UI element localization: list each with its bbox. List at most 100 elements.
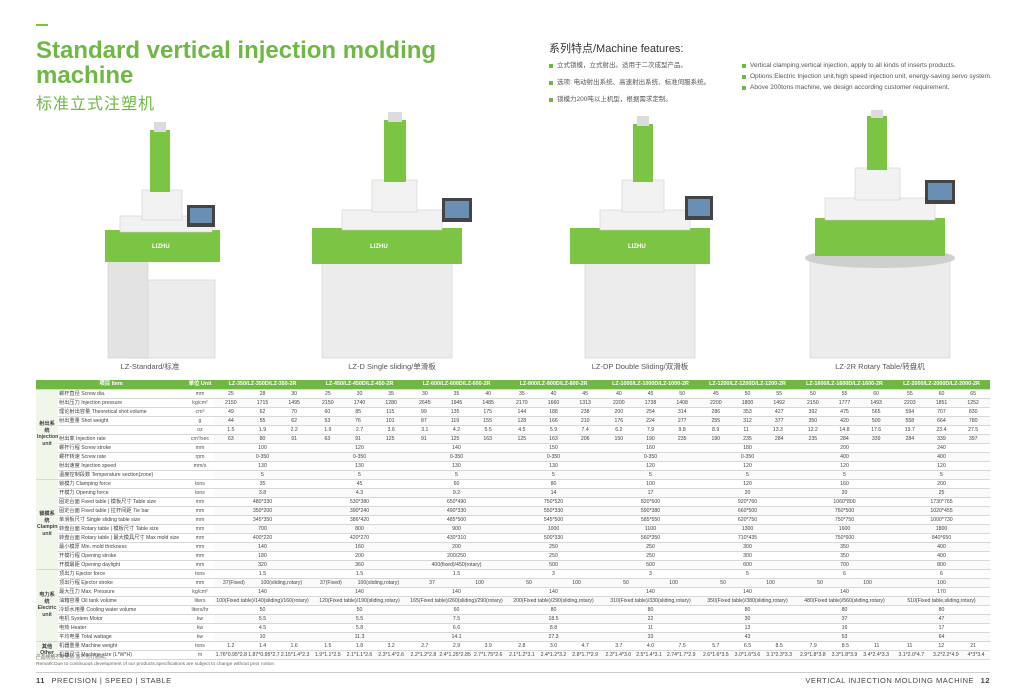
- spec-value: 820*600: [640, 498, 661, 505]
- spec-value: 100(sliding,rotary): [260, 579, 303, 586]
- spec-value: 5.5: [484, 426, 492, 433]
- spec-value: 200: [355, 552, 364, 559]
- spec-value-cell: 485*500: [408, 515, 505, 525]
- spec-value-cell: 120: [602, 461, 699, 471]
- spec-value: 585*550: [640, 516, 661, 523]
- spec-value: 130: [355, 462, 364, 469]
- spec-value: 30: [744, 615, 751, 622]
- spec-value: 500*330: [543, 534, 564, 541]
- spec-value: 2150: [322, 399, 334, 406]
- spec-value: 345*350: [252, 516, 273, 523]
- spec-value: 5: [649, 471, 652, 478]
- spec-value: 1600: [838, 525, 851, 532]
- spec-value: 277: [677, 417, 687, 424]
- spec-value: 120: [840, 462, 849, 469]
- spec-value-cell: 250: [505, 551, 602, 561]
- spec-value-cell: 45: [311, 479, 408, 489]
- spec-value: 310(Fixed table)/330(sliding,rotary): [610, 597, 691, 604]
- spec-value: 750*600: [834, 534, 855, 541]
- spec-value-cell: 530*380: [311, 497, 408, 507]
- spec-value: 2.3*1.4*3.0: [605, 651, 632, 658]
- spec-value: 20: [744, 489, 751, 496]
- spec-value: 14: [550, 489, 557, 496]
- page-number-left: 11: [36, 676, 45, 685]
- spec-value: 2.9*1.8*3.8: [799, 651, 826, 658]
- spec-value-cell: 5: [408, 470, 505, 480]
- spec-value-cell: 300: [699, 551, 796, 561]
- spec-value: 27.5: [968, 426, 979, 433]
- spec-value: 3.2: [387, 642, 395, 649]
- spec-value-cell: 1730*765: [893, 497, 990, 507]
- spec-value: 130: [258, 462, 267, 469]
- spec-value: 91: [420, 435, 427, 442]
- spec-value: 125: [385, 435, 395, 442]
- spec-value: 6: [843, 570, 846, 577]
- spec-value: 1.4: [258, 642, 267, 649]
- spec-value: 2.1*1.1*2.6: [346, 651, 373, 658]
- spec-value: 314: [677, 408, 687, 415]
- spec-value: 1738: [644, 399, 657, 406]
- row-item-name: 螺杆行程 Screw stroke: [58, 443, 186, 453]
- spec-value-cell: 320: [214, 560, 311, 570]
- spec-value-cell: 350(Fixed table)/380(sliding,rotary): [699, 596, 796, 606]
- spec-value: 250: [549, 543, 558, 550]
- row-item-name: 电热 Heater: [58, 623, 186, 633]
- spec-value-cell: 0-350: [408, 452, 505, 462]
- spec-value: 22: [647, 615, 654, 622]
- spec-value-cell: 180: [699, 443, 796, 453]
- spec-value-cell: 400: [796, 452, 893, 462]
- spec-value: 44: [227, 417, 234, 424]
- spec-value: 125: [450, 435, 460, 442]
- spec-value: 397: [968, 435, 978, 442]
- machine-double-sliding-illustration: LIZHU: [570, 116, 713, 359]
- spec-value: 5: [940, 471, 943, 478]
- spec-value-cell: 400(fixed)/450(rotary): [408, 560, 505, 570]
- spec-value: 1493: [870, 399, 882, 406]
- spec-value: 60: [873, 390, 880, 397]
- spec-value-cell: 80: [505, 605, 602, 615]
- spec-value: 0-350: [740, 453, 755, 460]
- spec-value: 7.5: [678, 642, 686, 649]
- col-header-model: LZ-450/LZ-450D/LZ-450-2R: [311, 380, 408, 390]
- spec-value-cell: 6.6: [408, 623, 505, 633]
- spec-value: 166: [549, 417, 558, 424]
- page-number-right: 12: [980, 676, 990, 685]
- spec-value: 2.74*1.7*2.9: [666, 651, 696, 658]
- spec-value: 100: [475, 579, 484, 586]
- spec-value-cell: 710*435: [699, 533, 796, 543]
- spec-value-cell: 160: [796, 479, 893, 489]
- spec-value: 2.5*1.4*3.1: [636, 651, 662, 658]
- spec-value: 45: [582, 390, 589, 397]
- row-unit: liters: [186, 596, 214, 606]
- spec-value: 360: [355, 561, 364, 568]
- spec-value: 12.2: [807, 426, 818, 433]
- row-group-label: 电力系统 Electric unit: [36, 569, 58, 642]
- spec-value: 180: [743, 444, 752, 451]
- row-unit: mm: [186, 443, 214, 453]
- row-item-name: 理论射出容量 Theoretical shot volume: [58, 407, 186, 417]
- spec-value-cell: 510(Fixed table,sliding,rotary): [893, 596, 990, 606]
- spec-value: 392: [808, 408, 818, 415]
- row-unit: kg/cm²: [186, 398, 214, 408]
- row-item-name: 顶出行程 Ejector stroke: [58, 578, 186, 588]
- spec-value-cell: 80: [796, 605, 893, 615]
- spec-value-cell: 37: [796, 614, 893, 624]
- spec-value-cell: 300: [699, 542, 796, 552]
- spec-value: 1060*800: [833, 498, 856, 505]
- spec-value: 163: [549, 435, 558, 442]
